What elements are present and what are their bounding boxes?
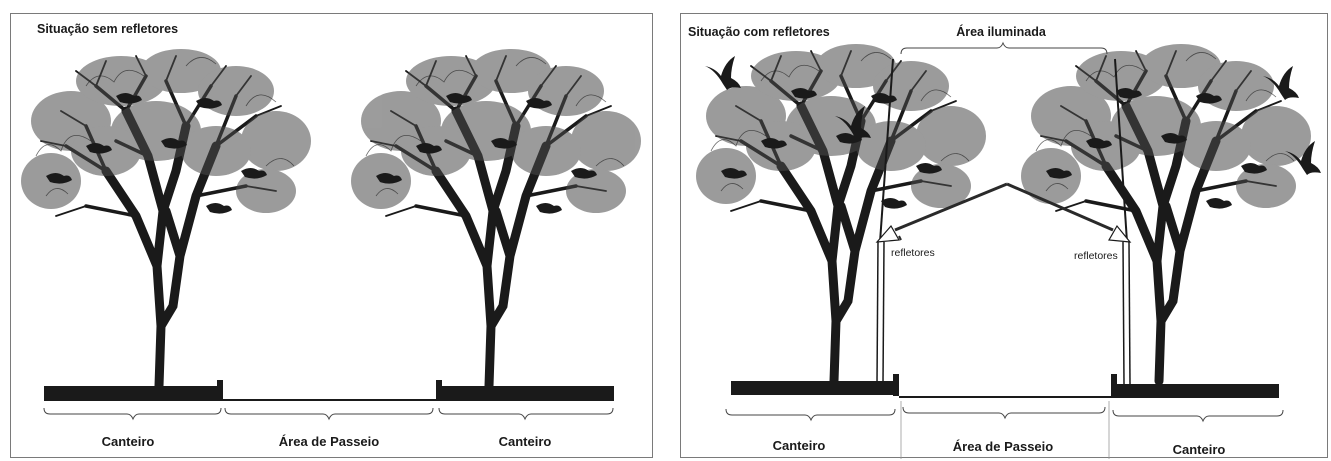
tree-left <box>696 44 986 381</box>
brace-canteiro-left <box>44 408 221 419</box>
panel-title: Situação com refletores <box>688 25 830 39</box>
brace-canteiro-right <box>1113 410 1283 421</box>
planter-right <box>436 386 614 401</box>
scene-with-reflectors: Situação com refletores Área iluminada <box>681 14 1329 459</box>
brace-canteiro-right <box>439 408 613 419</box>
label-canteiro-left: Canteiro <box>773 438 826 453</box>
label-canteiro-right: Canteiro <box>1173 442 1226 457</box>
scene-without-reflectors: Situação sem refletores Canteiro Área de… <box>11 14 654 459</box>
planter-left <box>44 386 221 401</box>
panel-title: Situação sem refletores <box>37 22 178 36</box>
label-canteiro-left: Canteiro <box>102 434 155 449</box>
label-canteiro-right: Canteiro <box>499 434 552 449</box>
panel-with-reflectors: Situação com refletores Área iluminada <box>680 13 1328 458</box>
brace-passeio <box>225 408 433 419</box>
planter-left <box>731 381 896 395</box>
lit-area-label: Área iluminada <box>956 24 1047 39</box>
reflector-label-left: refletores <box>891 247 935 259</box>
curb-left <box>893 374 899 396</box>
label-passeio: Área de Passeio <box>279 434 380 449</box>
curb-left <box>217 380 223 401</box>
panel-without-reflectors: Situação sem refletores Canteiro Área de… <box>10 13 653 458</box>
bird-icon <box>705 56 741 90</box>
brace-canteiro-left <box>726 409 895 420</box>
tree-right <box>351 49 641 386</box>
planter-right <box>1111 384 1279 398</box>
reflector-label-right: refletores <box>1074 250 1118 262</box>
tree-left <box>21 49 311 386</box>
brace-lit-area <box>901 43 1107 54</box>
brace-passeio <box>903 407 1105 418</box>
tree-right <box>1021 44 1311 381</box>
label-passeio: Área de Passeio <box>953 439 1054 454</box>
